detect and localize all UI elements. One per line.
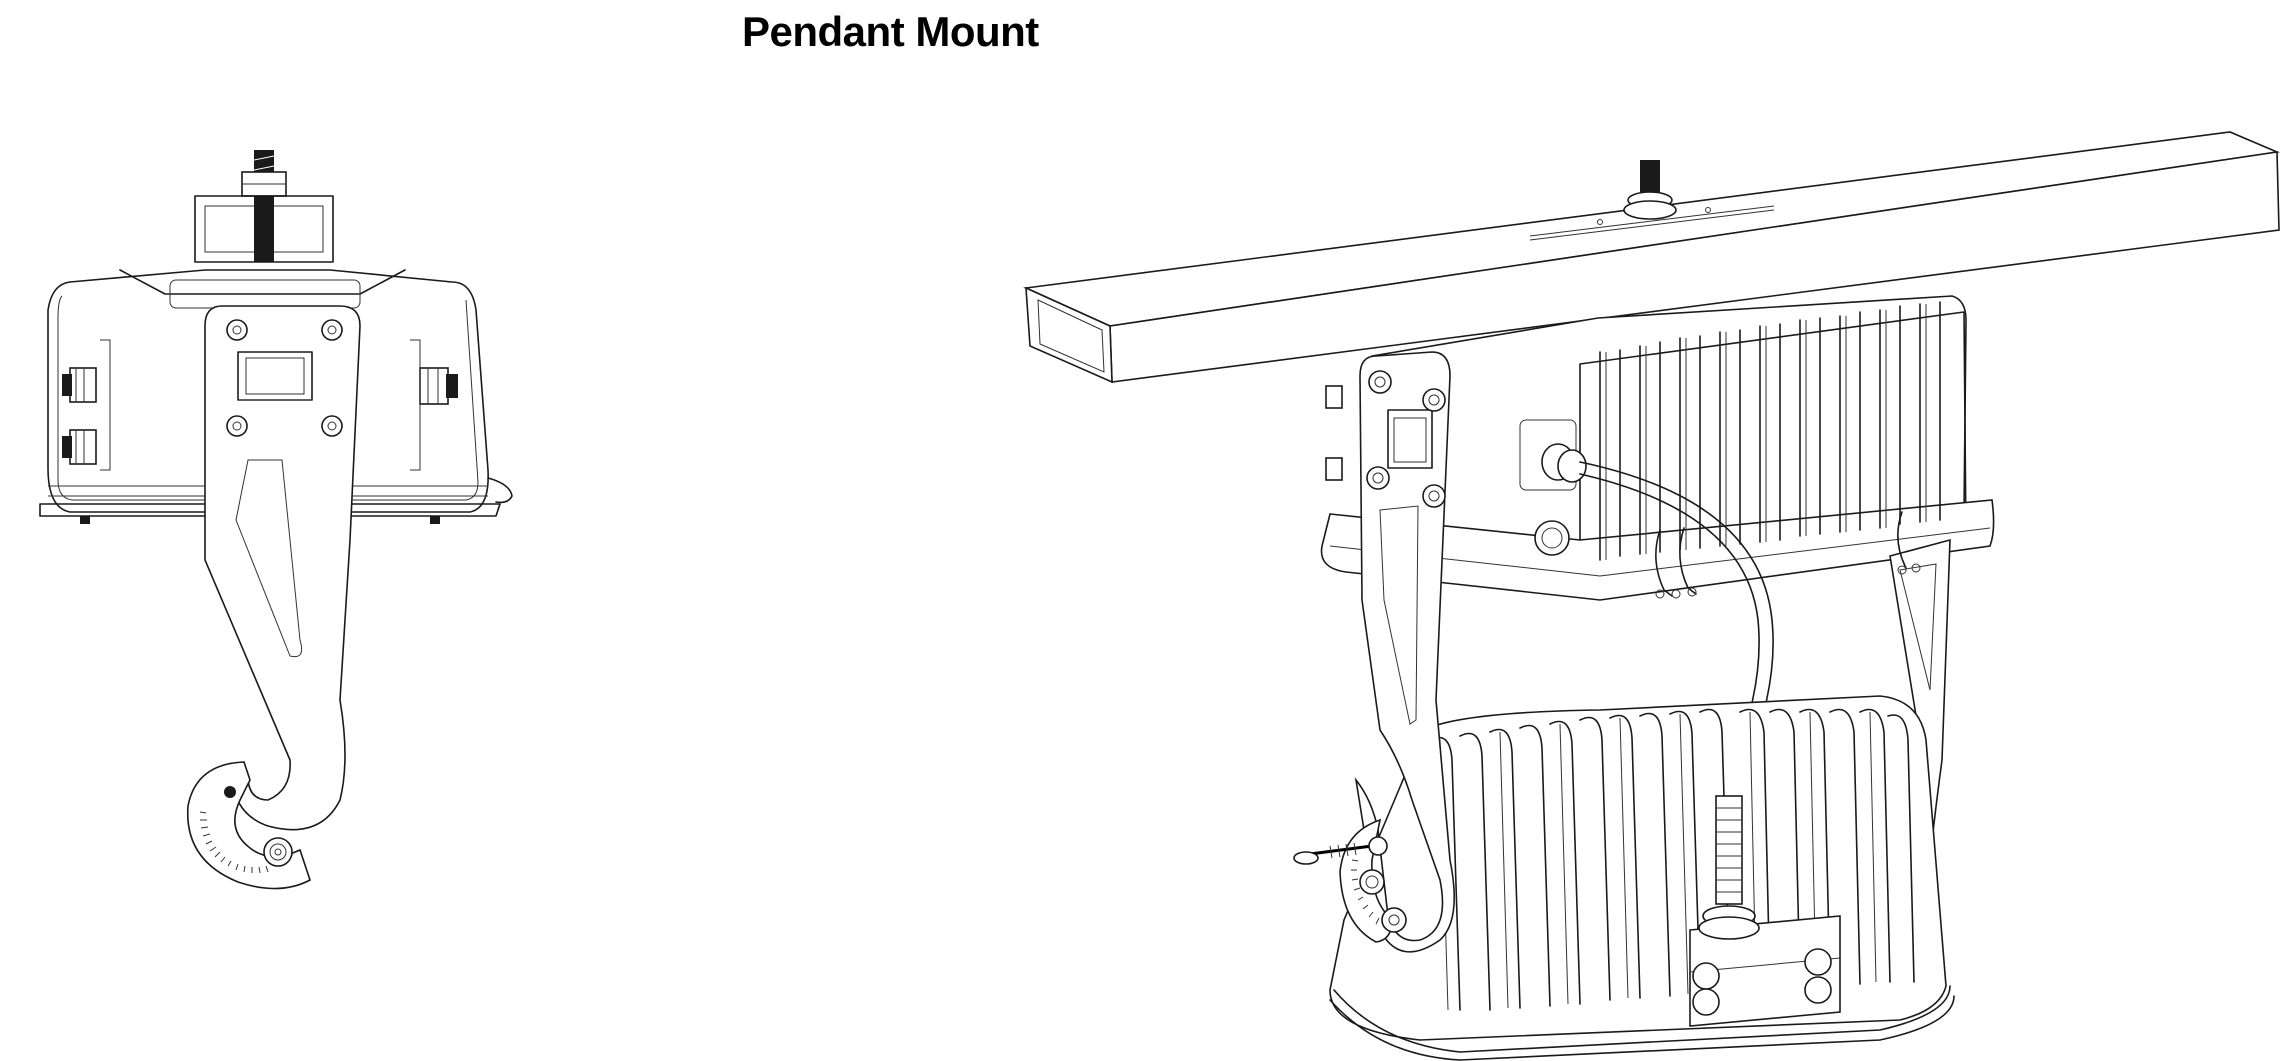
arm-bolt [226,415,248,437]
iso-angle-dial [1339,818,1407,943]
cable-strain-relief [1698,795,1760,940]
square-tube-beam [1023,131,2280,384]
cover-plug [1534,520,1570,556]
driver-housing [47,269,489,513]
pivot-bolt [263,837,293,867]
locking-pin [1293,836,1388,865]
lower-junction-box [1689,915,1841,1027]
iso-arm-bolt [1422,484,1446,508]
beam-threaded-rod [1623,160,1677,220]
cable-gland-left-lower [62,429,97,465]
arm-bolt [321,415,343,437]
iso-arm-bolt [1422,388,1446,412]
upper-heat-sink-fins [1599,301,1941,561]
page-title: Pendant Mount [742,8,1039,55]
angle-scale [199,811,269,874]
housing-latch [1897,511,1921,575]
led-heat-sink-fins [1429,708,1915,1011]
iso-arm-bolt [1368,370,1392,394]
arm-bolt [321,319,343,341]
iso-driver-housing [1320,295,1995,601]
housing-side-bolt [1325,385,1343,481]
dial-pointer [224,786,236,798]
cable-gland-right [419,367,458,405]
isometric-view-luminaire [1023,131,2280,1061]
front-view-luminaire [39,150,513,890]
cable-gland-left-upper [62,367,97,403]
mounting-arm [204,305,361,831]
iso-cable-gland [1541,443,1587,483]
arm-bolt [226,319,248,341]
iso-arm-bolt [1366,466,1390,490]
housing-latch [1655,527,1697,599]
iso-arm-window [1387,409,1433,469]
